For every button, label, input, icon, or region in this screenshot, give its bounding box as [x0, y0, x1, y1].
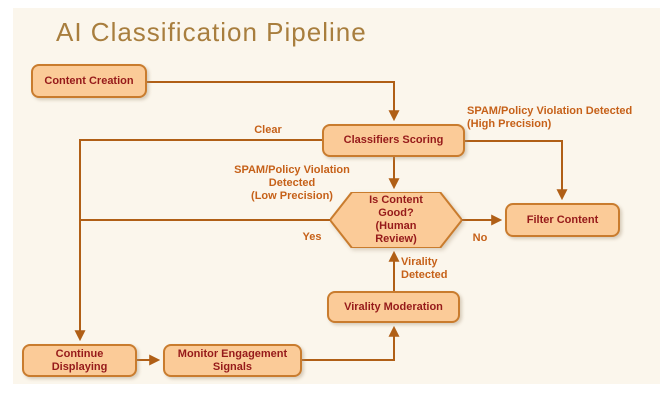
edge-label-low-precision: SPAM/Policy Violation Detected (Low Prec… — [234, 164, 350, 202]
node-virality-moderation: Virality Moderation — [327, 291, 460, 323]
node-continue-displaying: Continue Displaying — [22, 344, 137, 377]
decision-hexagon-shape — [330, 192, 462, 248]
diagram-title: AI Classification Pipeline — [56, 17, 367, 47]
node-classifiers-scoring: Classifiers Scoring — [322, 124, 465, 157]
node-filter-content: Filter Content — [505, 203, 620, 237]
edge-label-high-precision: SPAM/Policy Violation Detected (High Pre… — [467, 105, 633, 130]
edge-label-virality-detected: Virality Detected — [401, 256, 448, 281]
edge-label-no: No — [472, 232, 488, 244]
edge-label-clear: Clear — [254, 124, 282, 136]
node-is-content-good: Is Content Good? (Human Review) — [330, 192, 462, 248]
node-content-creation: Content Creation — [31, 64, 147, 98]
node-monitor-engagement-signals: Monitor Engagement Signals — [163, 344, 302, 377]
node-is-content-good-label: Is Content Good? (Human Review) — [369, 194, 423, 245]
edge-label-yes: Yes — [302, 231, 322, 243]
